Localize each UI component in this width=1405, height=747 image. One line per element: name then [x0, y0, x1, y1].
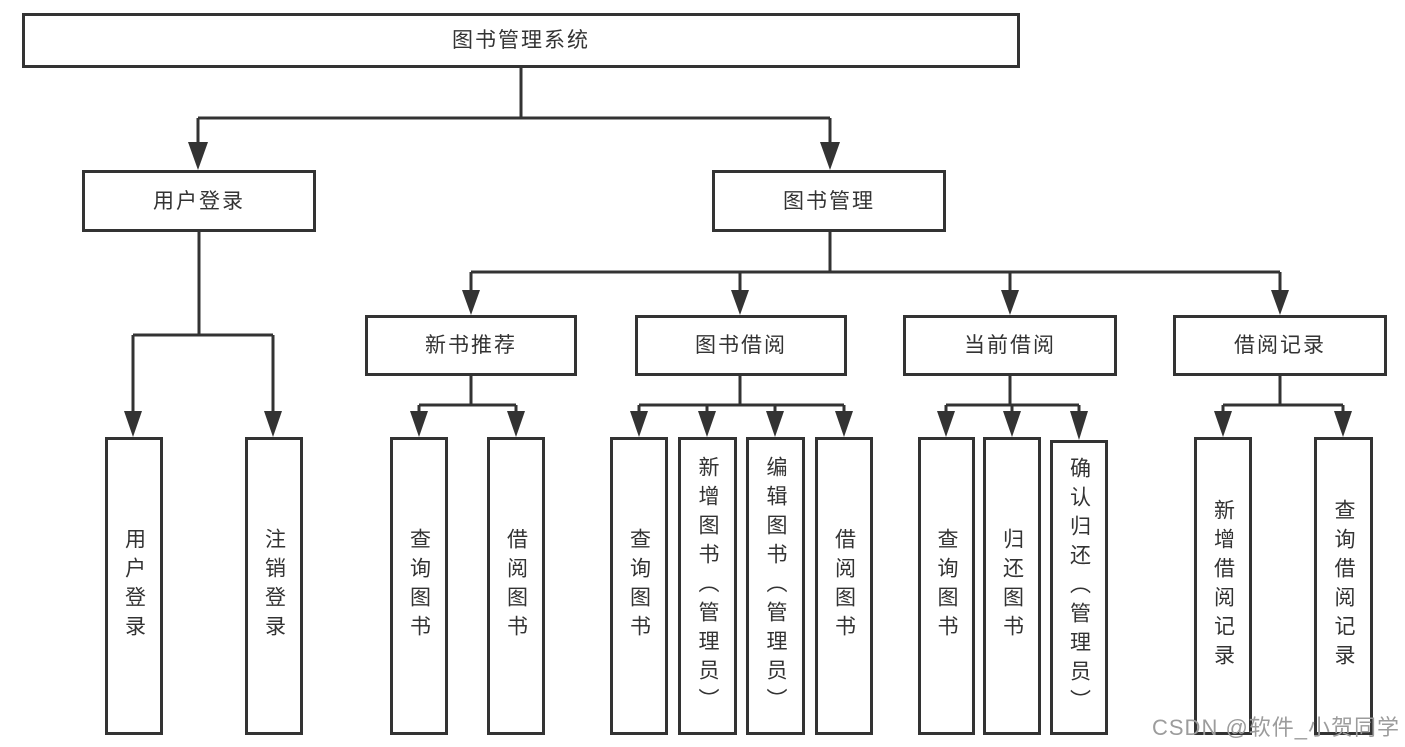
leaf-borrow-books-recommend: 借阅图书 — [487, 437, 545, 735]
leaf-return-books: 归还图书 — [983, 437, 1041, 735]
node-borrow-records: 借阅记录 — [1173, 315, 1387, 376]
node-new-book-recommend: 新书推荐 — [365, 315, 577, 376]
leaf-query-books-borrow: 查询图书 — [610, 437, 668, 735]
leaf-query-books-current: 查询图书 — [918, 437, 975, 735]
node-root-system: 图书管理系统 — [22, 13, 1020, 68]
csdn-watermark: CSDN @软件_小贺同学 — [1152, 715, 1401, 740]
leaf-add-borrow-record: 新增借阅记录 — [1194, 437, 1252, 735]
leaf-user-login: 用户登录 — [105, 437, 163, 735]
node-book-borrow: 图书借阅 — [635, 315, 847, 376]
leaf-edit-book-admin: 编辑图书（管理员） — [746, 437, 805, 735]
leaf-confirm-return-admin: 确认归还（管理员） — [1050, 440, 1108, 735]
node-user-login: 用户登录 — [82, 170, 316, 232]
node-current-borrow: 当前借阅 — [903, 315, 1117, 376]
leaf-logout: 注销登录 — [245, 437, 303, 735]
leaf-add-book-admin: 新增图书（管理员） — [678, 437, 737, 735]
leaf-borrow-books: 借阅图书 — [815, 437, 873, 735]
node-book-management: 图书管理 — [712, 170, 946, 232]
leaf-query-books-recommend: 查询图书 — [390, 437, 448, 735]
leaf-query-borrow-record: 查询借阅记录 — [1314, 437, 1373, 735]
